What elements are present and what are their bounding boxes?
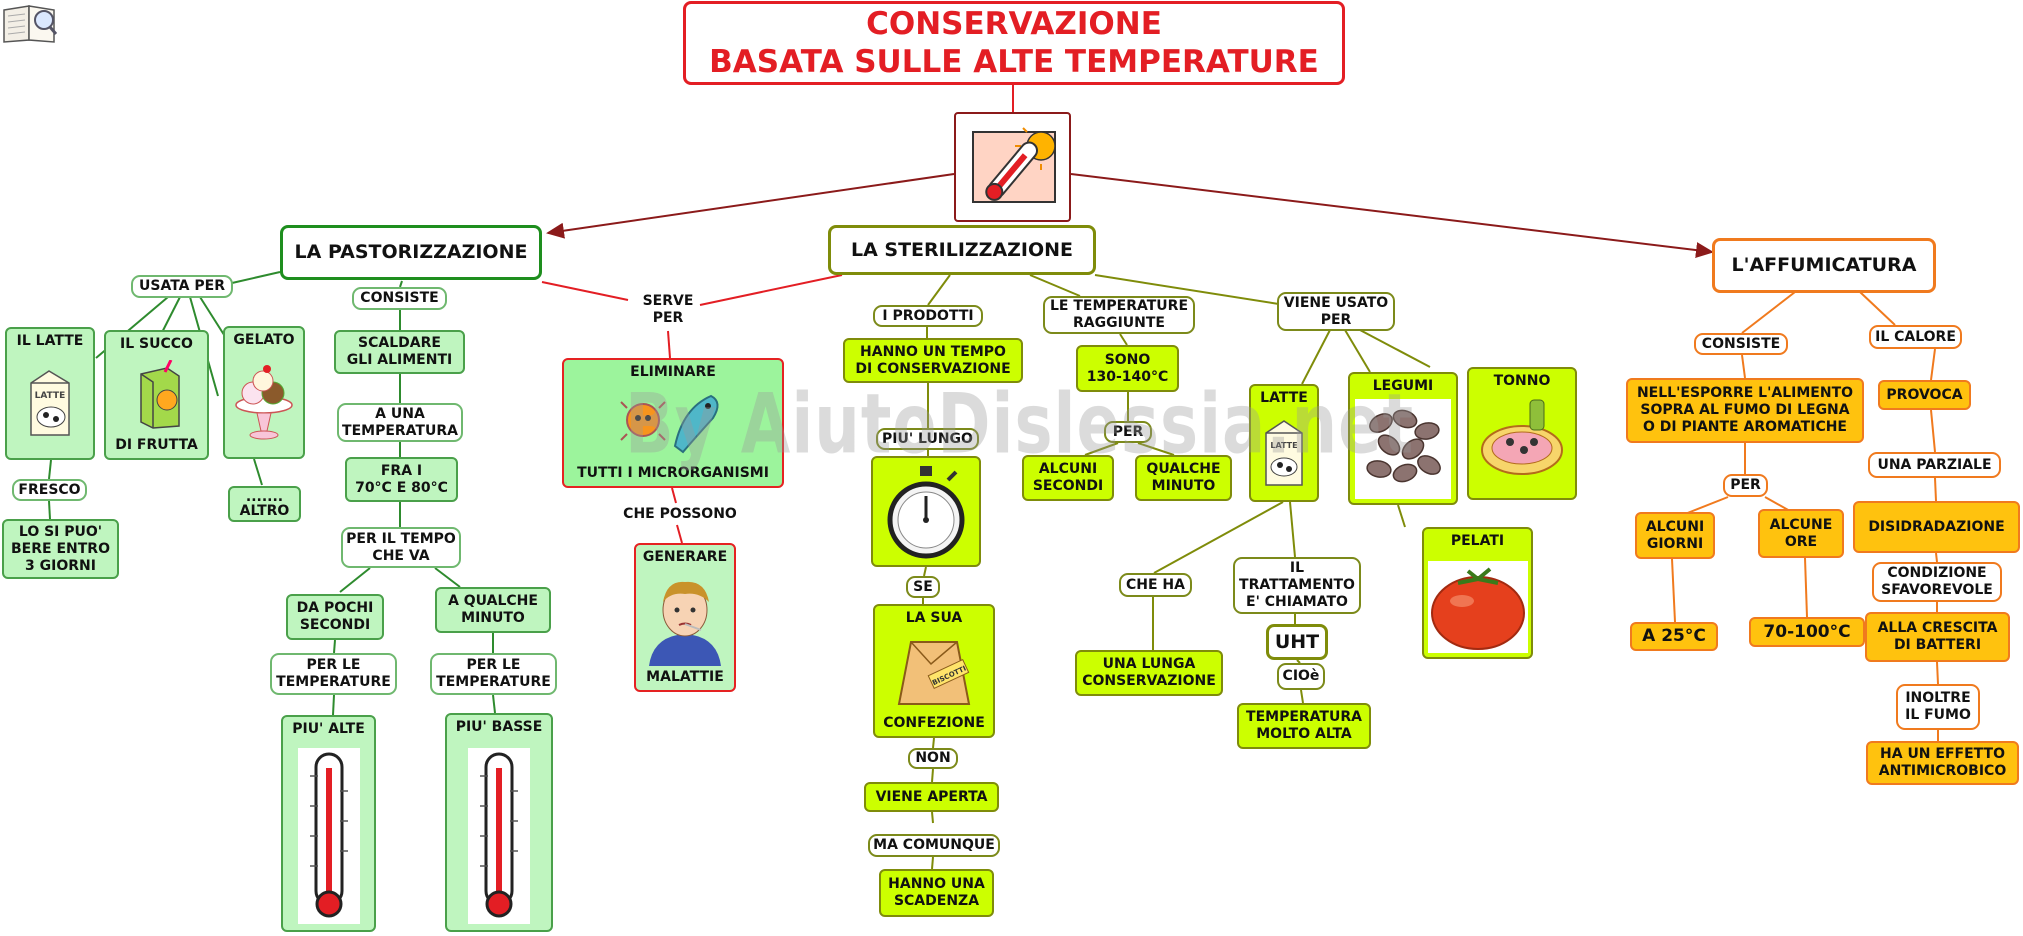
inoltre-il-fumo-label: INOLTRE IL FUMO <box>1896 684 1980 730</box>
alcuni-secondi-node[interactable]: ALCUNI SECONDI <box>1022 455 1114 501</box>
tonno-node[interactable]: TONNO <box>1467 367 1577 500</box>
sick-child-icon <box>649 581 721 666</box>
title-line-2: BASATA SULLE ALTE TEMPERATURE <box>709 44 1319 80</box>
qualche-minuto-node[interactable]: QUALCHE MINUTO <box>1135 455 1232 501</box>
sono-130-140-node[interactable]: SONO 130-140°C <box>1076 345 1179 392</box>
se-label: SE <box>906 576 940 598</box>
consiste-label-p: CONSISTE <box>352 287 447 310</box>
a-una-temperatura-label: A UNA TEMPERATURA <box>337 403 463 442</box>
piu-lungo-label: PIU' LUNGO <box>876 428 979 450</box>
che-ha-label: CHE HA <box>1119 573 1192 597</box>
thermometer-sun-image <box>954 112 1071 222</box>
tomato-icon <box>1427 561 1528 653</box>
juice-box-icon <box>139 360 180 429</box>
milk-carton-icon: LATTE <box>30 370 70 436</box>
temperatura-molto-alta-node[interactable]: TEMPERATURA MOLTO ALTA <box>1237 703 1371 749</box>
pelati-node[interactable]: PELATI <box>1422 527 1533 659</box>
da-pochi-secondi-node[interactable]: DA POCHI SECONDI <box>286 594 384 640</box>
stopwatch-node[interactable] <box>871 456 981 567</box>
thermometer-high-icon <box>297 748 360 924</box>
una-parziale-label: UNA PARZIALE <box>1868 452 2001 478</box>
piu-basse-node[interactable]: PIU' BASSE <box>445 713 553 932</box>
70-100c-node[interactable]: 70-100°C <box>1749 617 1865 647</box>
svg-text:LATTE: LATTE <box>1270 441 1297 450</box>
eliminare-node[interactable]: ELIMINARE TUTTI I MICRORGANISMI <box>562 358 784 488</box>
il-succo-node[interactable]: IL SUCCO DI FRUTTA <box>104 330 209 460</box>
affumicatura-title[interactable]: L'AFFUMICATURA <box>1712 238 1936 293</box>
i-prodotti-label: I PRODOTTI <box>873 305 983 327</box>
ice-cream-icon <box>235 365 293 440</box>
consiste-label-a: CONSISTE <box>1694 333 1788 355</box>
thermometer-sun-icon <box>971 127 1056 203</box>
usata-per-label: USATA PER <box>131 275 233 298</box>
nell-esporre-node[interactable]: NELL'ESPORRE L'ALIMENTO SOPRA AL FUMO DI… <box>1626 378 1864 443</box>
pastorizzazione-title[interactable]: LA PASTORIZZAZIONE <box>280 225 542 280</box>
a-25c-node[interactable]: A 25°C <box>1630 622 1718 651</box>
altro-node[interactable]: ....... ALTRO <box>228 486 301 522</box>
milk-carton-icon: LATTE <box>1265 419 1303 486</box>
piu-alte-node[interactable]: PIU' ALTE <box>281 715 376 932</box>
per-il-tempo-label: PER IL TEMPO CHE VA <box>341 527 461 568</box>
ma-comunque-label: MA COMUNQUE <box>868 834 1000 857</box>
germs-icon <box>620 394 719 454</box>
stopwatch-icon <box>887 465 965 558</box>
viene-aperta-node[interactable]: VIENE APERTA <box>864 782 999 812</box>
una-lunga-conservazione-node[interactable]: UNA LUNGA CONSERVAZIONE <box>1075 650 1223 696</box>
il-calore-label: IL CALORE <box>1869 325 1962 349</box>
hanno-scadenza-node[interactable]: HANNO UNA SCADENZA <box>879 869 994 917</box>
title-line-1: CONSERVAZIONE <box>866 6 1162 42</box>
provoca-node[interactable]: PROVOCA <box>1878 380 1971 410</box>
biscuit-bag-icon: BISCOTTI <box>897 641 971 705</box>
generare-node[interactable]: GENERARE MALATTIE <box>634 543 736 692</box>
fra-70-80-node[interactable]: FRA I 70°C E 80°C <box>345 457 458 502</box>
thermometer-low-icon <box>468 748 530 924</box>
alcune-ore-node[interactable]: ALCUNE ORE <box>1758 509 1844 558</box>
legumi-node[interactable]: LEGUMI <box>1348 372 1458 505</box>
viene-usato-per-label: VIENE USATO PER <box>1277 292 1395 331</box>
gelato-node[interactable]: GELATO <box>223 326 305 459</box>
per-le-temperature-label-1: PER LE TEMPERATURE <box>270 653 397 695</box>
map-title: CONSERVAZIONE BASATA SULLE ALTE TEMPERAT… <box>683 1 1345 85</box>
a-qualche-minuto-node[interactable]: A QUALCHE MINUTO <box>435 587 551 633</box>
hanno-tempo-node[interactable]: HANNO UN TEMPO DI CONSERVAZIONE <box>843 338 1023 383</box>
per-label-s: PER <box>1104 421 1152 443</box>
la-sua-confezione-node[interactable]: LA SUA BISCOTTI CONFEZIONE <box>873 604 995 738</box>
il-latte-node[interactable]: IL LATTE LATTE <box>5 327 95 460</box>
che-possono-label: CHE POSSONO <box>623 505 737 522</box>
per-label-a: PER <box>1723 474 1768 497</box>
beans-icon <box>1355 399 1451 499</box>
cioe-label: CIOè <box>1277 663 1325 690</box>
lo-si-puo-node[interactable]: LO SI PUO' BERE ENTRO 3 GIORNI <box>2 519 119 579</box>
alcuni-giorni-node[interactable]: ALCUNI GIORNI <box>1635 512 1715 559</box>
fresco-label: FRESCO <box>12 479 87 501</box>
sterilizzazione-title[interactable]: LA STERILIZZAZIONE <box>828 225 1096 275</box>
il-trattamento-label: IL TRATTAMENTO E' CHIAMATO <box>1233 557 1361 614</box>
condizione-sfavorevole-label: CONDIZIONE SFAVOREVOLE <box>1872 562 2002 602</box>
tuna-dish-icon <box>1481 399 1563 475</box>
non-label: NON <box>908 748 958 769</box>
book-icon <box>2 2 58 44</box>
le-temperature-label: LE TEMPERATURE RAGGIUNTE <box>1043 296 1195 334</box>
uht-node[interactable]: UHT <box>1266 624 1328 660</box>
latte-node[interactable]: LATTE LATTE <box>1249 384 1319 502</box>
watermark: By AiutoDislessia.net <box>625 376 1415 474</box>
alla-crescita-node[interactable]: ALLA CRESCITA DI BATTERI <box>1865 612 2010 662</box>
serve-per-label: SERVE PER <box>642 293 694 326</box>
svg-text:LATTE: LATTE <box>35 391 66 401</box>
per-le-temperature-label-2: PER LE TEMPERATURE <box>430 653 557 695</box>
effetto-antimicrobico-node[interactable]: HA UN EFFETTO ANTIMICROBICO <box>1866 741 2019 785</box>
disidratazione-node[interactable]: DISIDRADAZIONE <box>1853 501 2020 553</box>
scaldare-node[interactable]: SCALDARE GLI ALIMENTI <box>334 330 465 374</box>
